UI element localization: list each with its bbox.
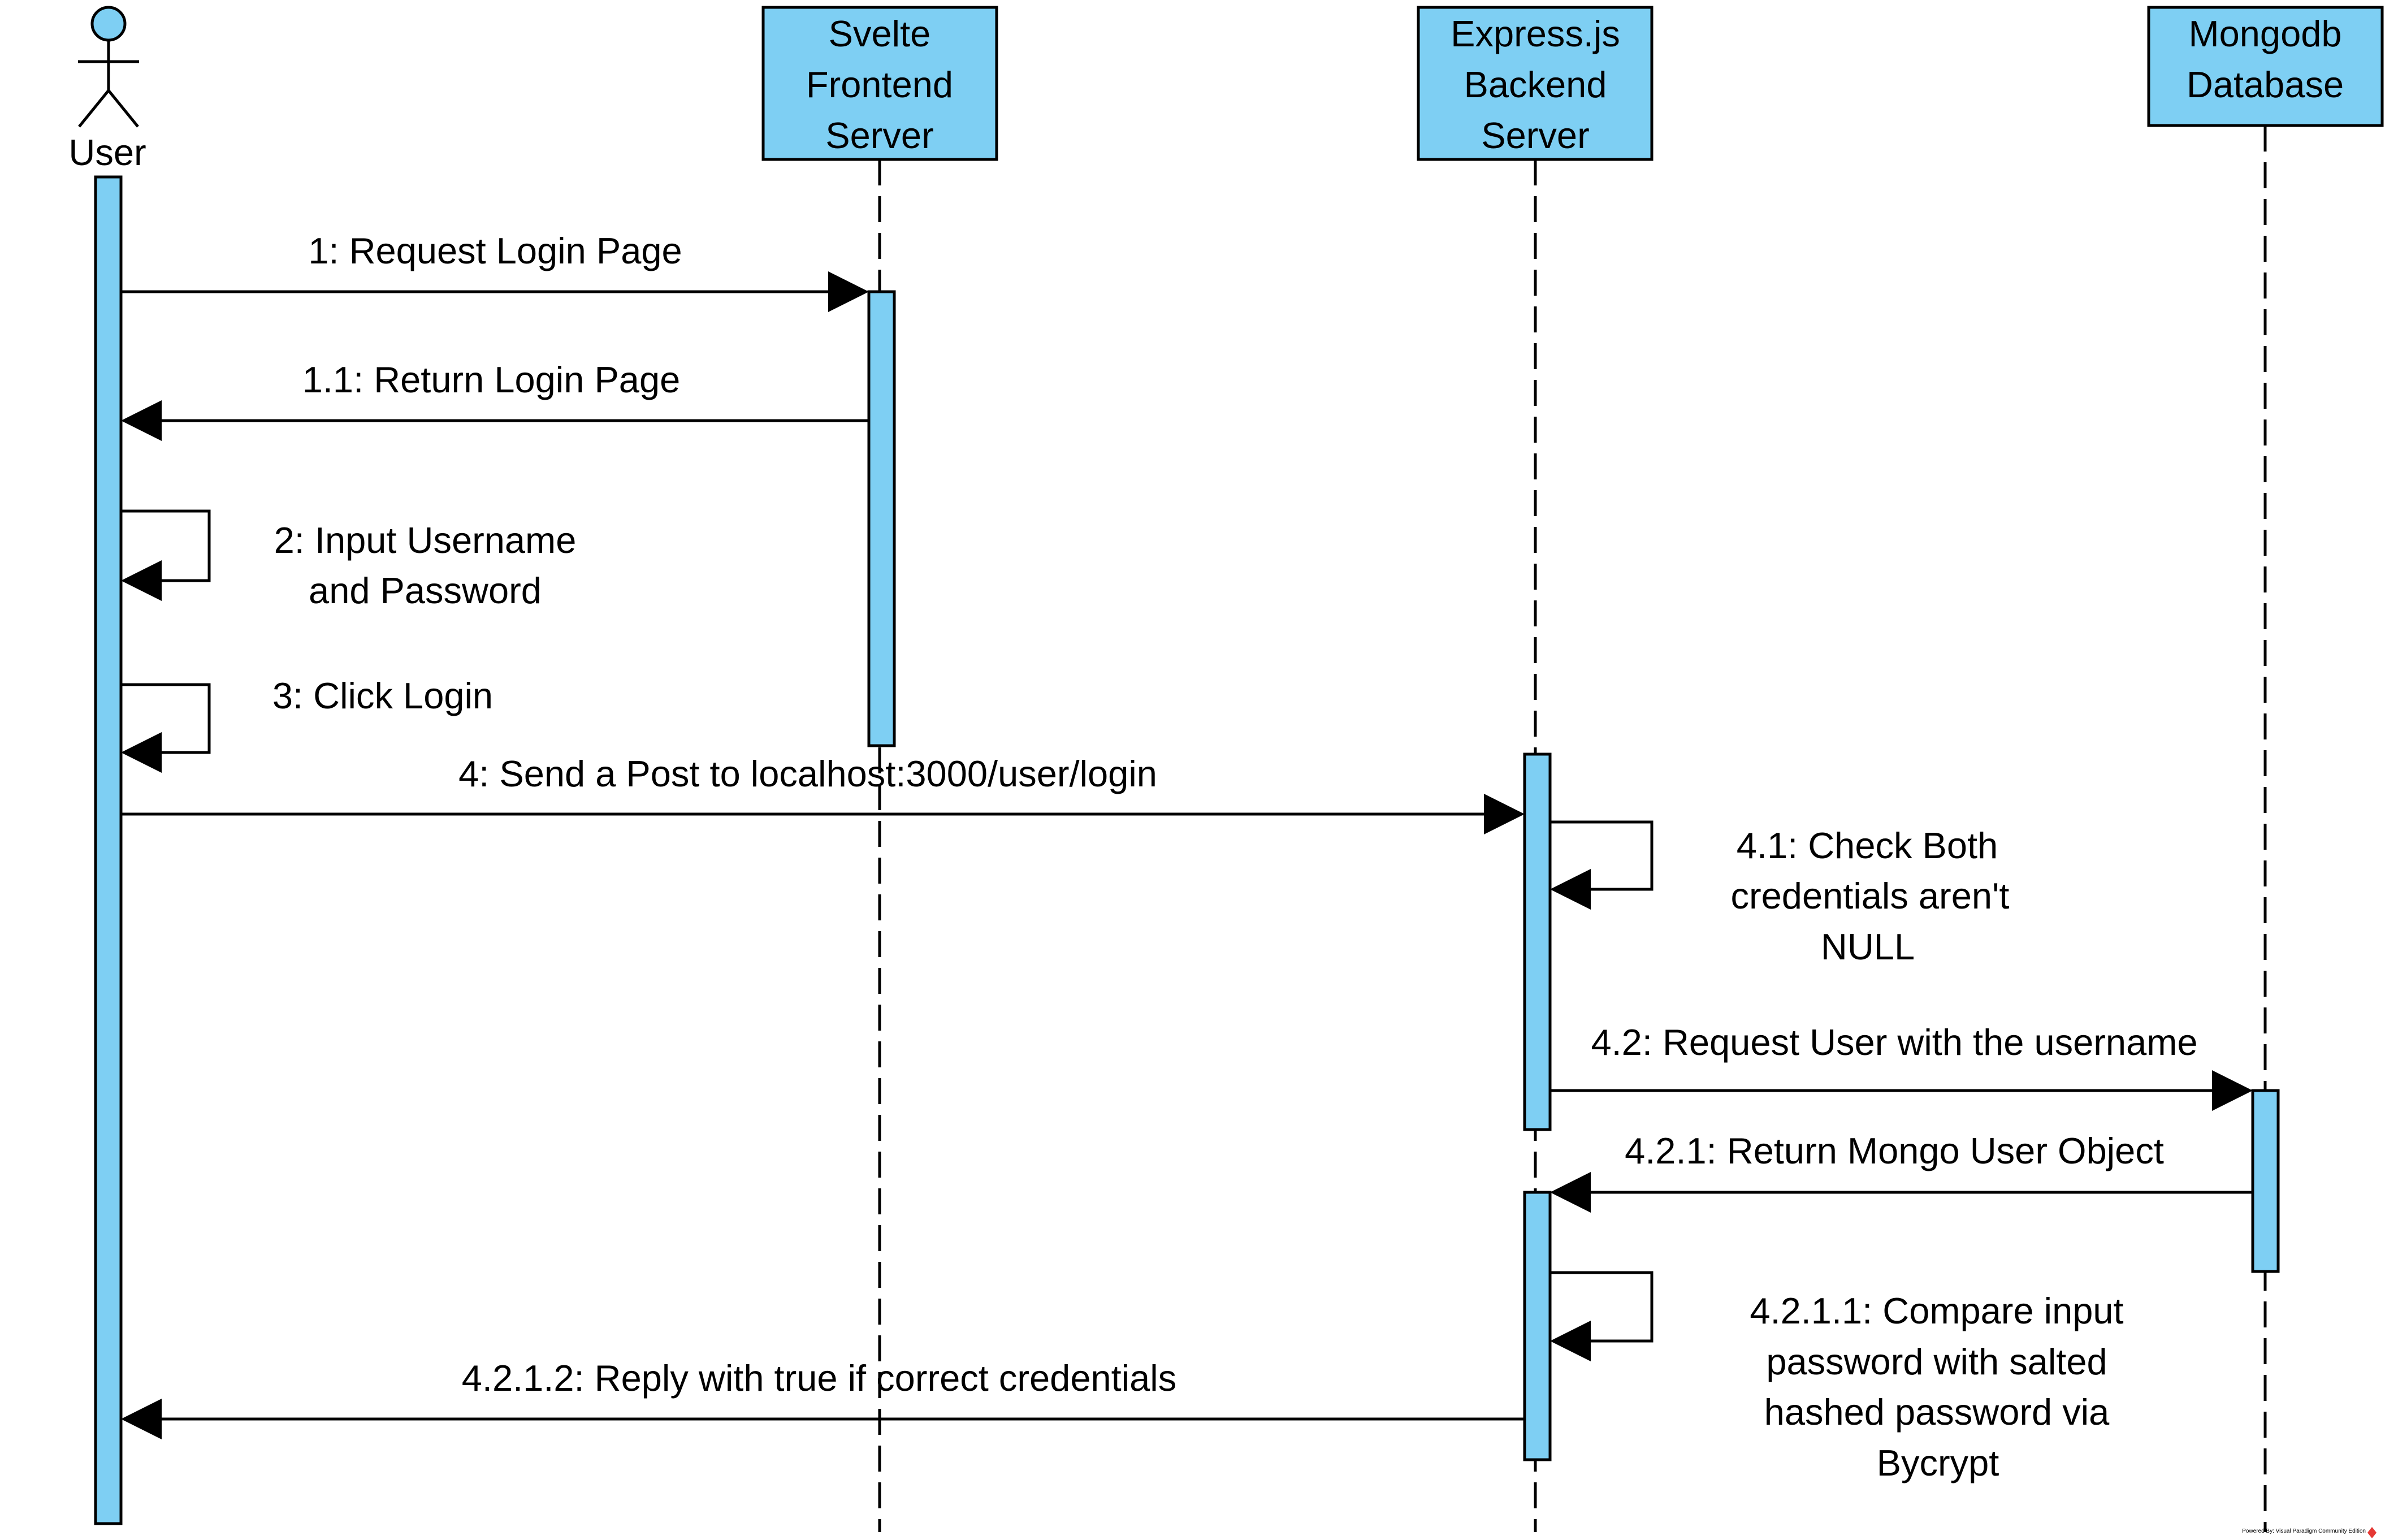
message-4-2-1-1-arrowhead (1550, 1321, 1591, 1361)
message-3: 3: Click Login (121, 675, 493, 773)
actor-left-leg (78, 89, 110, 128)
watermark-text: Powered By: Visual Paradigm Community Ed… (2242, 1528, 2366, 1534)
message-4-2-1-1-label: hashed password via (1764, 1391, 2110, 1433)
participant-frontend-line: Frontend (806, 64, 953, 105)
actor-right-leg (107, 89, 139, 128)
message-2-label: and Password (309, 570, 542, 611)
messages: 1: Request Login Page 1.1: Return Login … (121, 230, 2253, 1483)
message-2-line (121, 509, 211, 582)
activation-frontend (867, 290, 896, 747)
message-4-2-label: 4.2: Request User with the username (1591, 1022, 2197, 1063)
participant-backend-box (1417, 6, 1654, 161)
activation-backend-2 (1523, 1191, 1552, 1461)
message-4-2-1-1-label: password with salted (1766, 1341, 2107, 1382)
message-4-1-label: NULL (1821, 926, 1915, 967)
message-4-2-1-1-label: 4.2.1.1: Compare input (1750, 1290, 2123, 1331)
activation-backend-1 (1523, 752, 1552, 1131)
message-4-2-1-1-line (1550, 1271, 1654, 1343)
message-4-2-1-arrowhead (1550, 1172, 1591, 1213)
message-4-2-1-1: 4.2.1.1: Compare input password with sal… (1550, 1271, 2124, 1483)
message-2: 2: Input Username and Password (121, 509, 577, 611)
participant-database-box (2147, 6, 2384, 127)
message-4-2-1-2: 4.2.1.2: Reply with true if correct cred… (121, 1357, 1525, 1439)
message-4: 4: Send a Post to localhost:3000/user/lo… (121, 753, 1525, 834)
watermark-logo-icon (2367, 1527, 2377, 1538)
activations (94, 175, 2280, 1525)
message-1-1: 1.1: Return Login Page (121, 359, 869, 441)
message-3-line (121, 683, 211, 754)
participant-backend: Express.js Backend Server (1417, 6, 1654, 161)
message-4-2-1: 4.2.1: Return Mongo User Object (1550, 1130, 2253, 1213)
participant-database-line: Mongodb (2188, 13, 2341, 54)
participant-database-line: Database (2187, 64, 2344, 105)
message-1-1-arrowhead (121, 400, 162, 441)
message-4-arrowhead (1484, 794, 1525, 834)
message-4-2: 4.2: Request User with the username (1550, 1022, 2253, 1111)
participant-backend-line: Express.js (1451, 13, 1620, 54)
participant-frontend-line: Server (825, 115, 933, 156)
participant-backend-line: Server (1481, 115, 1589, 156)
message-4-1-arrowhead (1550, 869, 1591, 910)
message-1-label: 1: Request Login Page (308, 230, 682, 271)
actor-head-icon (90, 6, 127, 42)
activation-user (94, 175, 123, 1525)
participant-database: Mongodb Database (2147, 6, 2384, 127)
message-4-1: 4.1: Check Both credentials aren't NULL (1550, 820, 2010, 967)
participant-frontend-line: Svelte (829, 13, 931, 54)
message-4-2-1-2-arrowhead (121, 1399, 162, 1439)
message-4-2-1-1-label: Bycrypt (1877, 1442, 1999, 1483)
message-4-1-label: credentials aren't (1731, 875, 2010, 916)
message-4-label: 4: Send a Post to localhost:3000/user/lo… (458, 753, 1157, 794)
message-4-1-label: 4.1: Check Both (1737, 825, 1998, 866)
participant-user: User (68, 6, 146, 173)
participant-user-label: User (68, 132, 146, 173)
message-4-2-1-label: 4.2.1: Return Mongo User Object (1625, 1130, 2164, 1171)
message-3-arrowhead (121, 732, 162, 773)
message-2-label: 2: Input Username (274, 520, 577, 561)
message-4-2-arrowhead (2212, 1070, 2253, 1111)
participant-backend-line: Backend (1464, 64, 1607, 105)
message-4-1-line (1550, 820, 1654, 891)
message-1: 1: Request Login Page (121, 230, 869, 312)
message-1-1-label: 1.1: Return Login Page (302, 359, 681, 400)
watermark: Powered By: Visual Paradigm Community Ed… (2242, 1527, 2377, 1538)
message-2-arrowhead (121, 560, 162, 601)
message-1-arrowhead (828, 271, 869, 312)
message-4-2-1-2-label: 4.2.1.2: Reply with true if correct cred… (462, 1357, 1176, 1399)
participant-frontend: Svelte Frontend Server (761, 6, 998, 161)
message-3-label: 3: Click Login (272, 675, 493, 716)
participant-frontend-box (761, 6, 998, 161)
activation-database (2251, 1089, 2280, 1273)
